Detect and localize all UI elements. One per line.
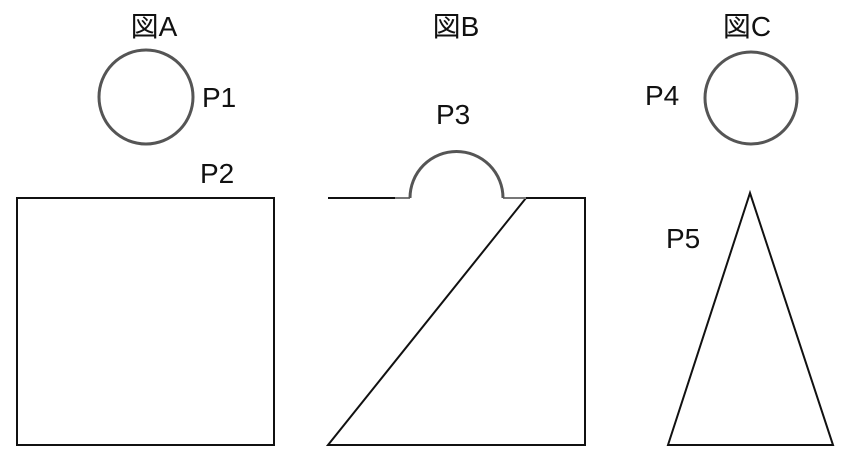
p2-label: P2 xyxy=(200,158,234,189)
figure-c-title: 図C xyxy=(723,11,771,42)
p1-circle xyxy=(97,48,195,146)
figure-b: 図B P3 xyxy=(325,11,586,446)
figure-c: 図C P4 P5 xyxy=(645,11,835,446)
p5-triangle xyxy=(666,189,835,446)
p5-label: P5 xyxy=(666,223,700,254)
p4-label: P4 xyxy=(645,80,679,111)
figure-a-title: 図A xyxy=(131,11,178,42)
p4-circle xyxy=(703,50,799,146)
figure-a: 図A P1 P2 xyxy=(16,11,275,446)
figure-b-title: 図B xyxy=(433,11,480,42)
p3-semicircle-bump xyxy=(408,150,505,199)
p3-label: P3 xyxy=(436,99,470,130)
p2-square xyxy=(16,197,275,446)
p3-square-outline xyxy=(325,197,586,446)
p1-label: P1 xyxy=(202,82,236,113)
